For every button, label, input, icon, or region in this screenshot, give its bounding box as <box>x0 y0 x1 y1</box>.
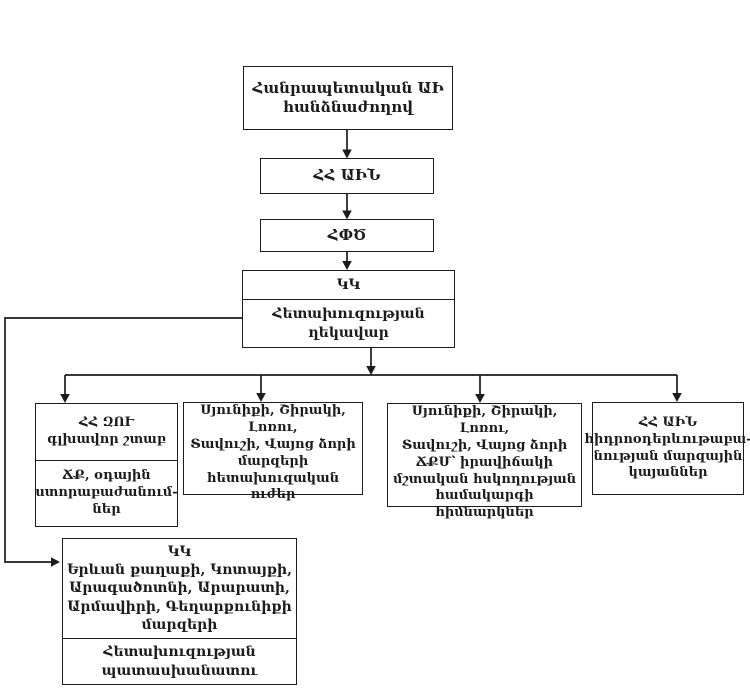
box-crisis-center-body: Հետախուզության ղեկավար <box>243 299 454 347</box>
arrow-down-icon <box>342 149 352 159</box>
box-hydromet-stations: ՀՀ ԱԻՆ հիդրոօդերևութաբա- նության մարզայի… <box>584 402 750 495</box>
box-hydromet-stations-label: ՀՀ ԱԻՆ հիդրոօդերևութաբա- նության մարզայի… <box>584 414 750 481</box>
box-marz-crisis-centers: ԿԿ Երևան քաղաքի, Կոտայքի, Արագածոտնի, Ար… <box>62 538 297 685</box>
connector-kk-to-bar <box>366 348 376 375</box>
branch-to-armed-forces <box>60 375 70 403</box>
arrow-down-icon <box>366 366 376 375</box>
connector-ain-to-hpts <box>342 194 352 220</box>
box-crisis-center-header: ԿԿ <box>336 276 361 293</box>
box-republican-ai-committee: Հանրապետական ԱԻ հանձնաժողով <box>243 66 453 130</box>
branch-to-monitoring <box>475 375 485 403</box>
box-armed-forces-general-staff: ՀՀ ԶՈՒ գլխավոր շտաբ ՃՔ, օդային ստորաբաժա… <box>35 403 178 527</box>
box-marz-recon-forces-label: Սյունիքի, Շիրակի, Լոռու, Տավուշի, Վայոց … <box>190 403 356 503</box>
box-marz-crisis-centers-header: ԿԿ Երևան քաղաքի, Կոտայքի, Արագածոտնի, Ար… <box>66 544 293 633</box>
box-hh-ain: ՀՀ ԱԻՆ <box>260 158 434 194</box>
box-marz-recon-forces: Սյունիքի, Շիրակի, Լոռու, Տավուշի, Վայոց … <box>183 402 363 502</box>
box-monitoring-system-label: Սյունիքի, Շիրակի, Լոռու, Տավուշի, Վայոց … <box>392 404 577 521</box>
connector-republican-to-ain <box>342 130 352 159</box>
branch-to-recon-forces <box>256 375 266 402</box>
box-crisis-center-recon-head: ԿԿ Հետախուզության ղեկավար <box>242 270 455 348</box>
connector-hpts-to-kk <box>342 252 352 270</box>
arrow-down-icon <box>342 261 352 270</box>
box-hpts: ՀՓԾ <box>260 219 434 252</box>
box-armed-forces-header: ՀՀ ԶՈՒ գլխավոր շտաբ <box>47 415 166 447</box>
box-republican-ai-committee-label: Հանրապետական ԱԻ հանձնաժողով <box>252 78 444 117</box>
branch-to-hydromet <box>672 375 682 402</box>
arrow-down-icon <box>342 210 352 220</box>
arrow-right-icon <box>51 557 60 567</box>
arrow-down-icon <box>60 394 70 403</box>
connector-kk-to-marz-centers <box>4 317 242 567</box>
box-monitoring-system-institutions: Սյունիքի, Շիրակի, Լոռու, Տավուշի, Վայոց … <box>387 403 582 520</box>
box-hh-ain-label: ՀՀ ԱԻՆ <box>313 166 381 185</box>
box-armed-forces-body: ՃՔ, օդային ստորաբաժանում- ներ <box>35 460 178 526</box>
arrow-down-icon <box>475 394 485 403</box>
arrow-down-icon <box>672 393 682 402</box>
arrow-down-icon <box>256 393 266 402</box>
box-hpts-label: ՀՓԾ <box>327 225 367 244</box>
box-marz-crisis-centers-body: Հետախուզության պատասխանատու <box>63 638 296 684</box>
